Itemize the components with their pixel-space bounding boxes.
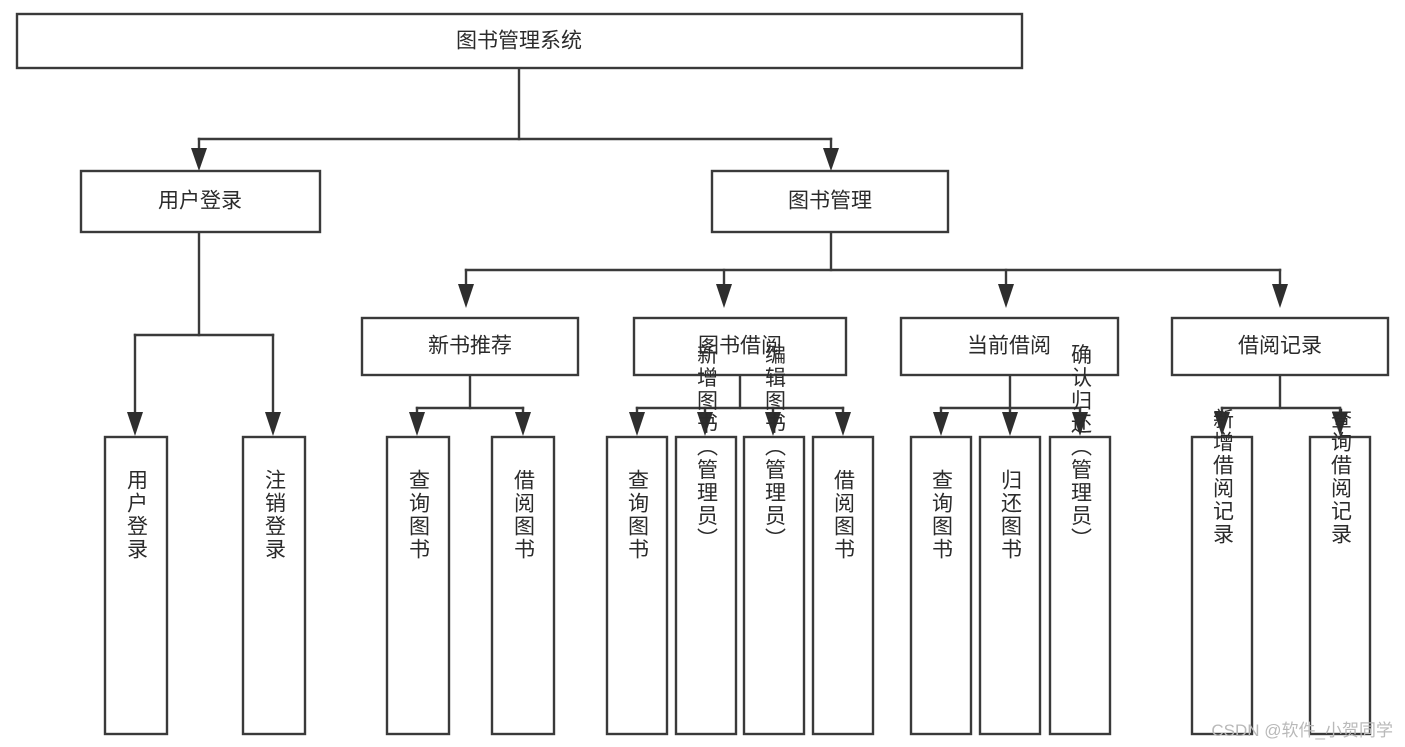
leaf-user-login-logout-label: 注销登录: [263, 469, 287, 561]
connector-booksys-to-level3: [458, 230, 1288, 308]
node-book-management-label: 图书管理: [788, 190, 872, 213]
node-new-book-recommend-label: 新书推荐: [428, 335, 512, 358]
leaf-book-borrow-edit[interactable]: 编辑图书（管理员）: [742, 344, 806, 736]
leaf-new-book-borrow-label: 借阅图书: [512, 469, 536, 561]
node-root-system-label: 图书管理系统: [456, 30, 582, 53]
leaf-user-login-logout[interactable]: 注销登录: [241, 435, 307, 736]
node-borrow-record[interactable]: 借阅记录: [1170, 316, 1390, 377]
leaf-borrow-record-query[interactable]: 查询借阅记录: [1308, 408, 1372, 736]
leaf-book-borrow-query[interactable]: 查询图书: [605, 435, 669, 736]
node-book-management[interactable]: 图书管理: [710, 169, 950, 234]
leaf-borrow-record-add-label: 新增借阅记录: [1211, 408, 1235, 546]
leaf-book-borrow-borrow-label: 借阅图书: [832, 469, 856, 561]
connector-borrowrecord-to-leaves: [1214, 373, 1348, 436]
connector-currentborrow-to-leaves: [933, 373, 1088, 436]
connector-root-to-level2: [191, 66, 839, 171]
leaf-user-login-login[interactable]: 用户登录: [103, 435, 169, 736]
leaf-current-borrow-return-label: 归还图书: [999, 469, 1023, 561]
leaf-book-borrow-query-label: 查询图书: [626, 469, 650, 561]
leaf-new-book-query-label: 查询图书: [407, 469, 431, 561]
leaf-borrow-record-add[interactable]: 新增借阅记录: [1190, 408, 1254, 736]
node-new-book-recommend[interactable]: 新书推荐: [360, 316, 580, 377]
node-current-borrow[interactable]: 当前借阅: [899, 316, 1120, 377]
leaf-book-borrow-edit-label: 编辑图书（管理员）: [763, 344, 787, 551]
leaf-book-borrow-borrow[interactable]: 借阅图书: [811, 435, 875, 736]
leaf-borrow-record-query-label: 查询借阅记录: [1329, 408, 1353, 546]
node-book-borrow-label: 图书借阅: [698, 335, 782, 358]
leaf-current-borrow-confirm[interactable]: 确认归还（管理员）: [1048, 344, 1112, 736]
leaf-current-borrow-query[interactable]: 查询图书: [909, 435, 973, 736]
connector-userlogin-to-leaves: [127, 230, 281, 436]
leaf-new-book-query[interactable]: 查询图书: [385, 435, 451, 736]
node-current-borrow-label: 当前借阅: [967, 335, 1051, 358]
node-borrow-record-label: 借阅记录: [1238, 335, 1322, 358]
leaf-book-borrow-add-label: 新增图书（管理员）: [695, 344, 719, 551]
leaf-book-borrow-add[interactable]: 新增图书（管理员）: [674, 344, 738, 736]
leaf-current-borrow-confirm-label: 确认归还（管理员）: [1069, 344, 1093, 551]
leaf-current-borrow-return[interactable]: 归还图书: [978, 435, 1042, 736]
node-book-borrow[interactable]: 图书借阅: [632, 316, 848, 377]
connector-newbook-to-leaves: [409, 373, 531, 436]
leaf-current-borrow-query-label: 查询图书: [930, 469, 954, 561]
node-user-login-label: 用户登录: [158, 190, 242, 213]
node-root-system[interactable]: 图书管理系统: [15, 12, 1024, 70]
node-user-login[interactable]: 用户登录: [79, 169, 322, 234]
connector-bookborrow-to-leaves: [629, 373, 851, 436]
leaf-user-login-login-label: 用户登录: [125, 469, 149, 561]
leaf-new-book-borrow[interactable]: 借阅图书: [490, 435, 556, 736]
